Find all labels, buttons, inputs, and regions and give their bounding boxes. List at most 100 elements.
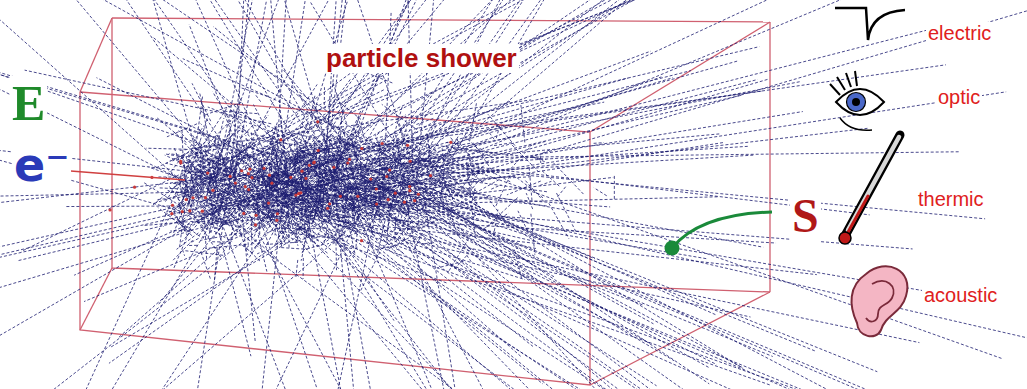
- particle-track: [153, 178, 186, 205]
- energy-deposit: [262, 167, 265, 170]
- energy-deposit: [133, 186, 136, 189]
- particle-track: [371, 143, 402, 164]
- particle-track: [343, 188, 349, 208]
- particle-track: [389, 177, 654, 324]
- particle-track: [315, 234, 327, 238]
- particle-track: [154, 193, 186, 203]
- particle-track: [322, 158, 345, 162]
- particle-track: [243, 153, 263, 156]
- particle-track: [337, 221, 339, 232]
- particle-track: [489, 133, 495, 141]
- particle-track: [361, 196, 376, 202]
- particle-track: [365, 213, 381, 220]
- particle-track: [0, 0, 266, 208]
- particle-track: [251, 217, 253, 254]
- sensor-symbol: S: [790, 190, 821, 243]
- particle-track: [243, 193, 252, 209]
- particle-track: [236, 0, 252, 179]
- particle-track: [507, 247, 518, 257]
- particle-track: [432, 201, 438, 206]
- particle-track: [97, 78, 289, 176]
- particle-track: [358, 133, 361, 140]
- particle-track: [185, 160, 216, 162]
- particle-track: [318, 176, 355, 187]
- energy-deposit: [328, 202, 331, 205]
- particle-track: [529, 168, 532, 202]
- particle-track: [288, 153, 299, 179]
- particle-track: [213, 130, 231, 168]
- particle-track: [232, 217, 255, 227]
- particle-track: [375, 214, 418, 224]
- particle-track: [427, 152, 443, 155]
- particle-track: [202, 207, 218, 223]
- energy-deposit: [171, 204, 174, 207]
- energy-deposit: [332, 166, 335, 169]
- particle-track: [306, 168, 311, 179]
- particle-track: [425, 180, 466, 190]
- particle-track: [226, 118, 245, 142]
- particle-track: [359, 180, 387, 183]
- thermometer-bulb: [839, 232, 851, 244]
- particle-track: [349, 247, 357, 257]
- energy-deposit: [201, 210, 204, 213]
- particle-track: [496, 125, 500, 139]
- particle-track: [208, 220, 217, 229]
- particle-track: [461, 186, 470, 189]
- particle-track: [421, 196, 434, 209]
- energy-deposit: [268, 174, 271, 177]
- particle-track: [262, 212, 270, 218]
- particle-track: [223, 142, 255, 171]
- particle-track: [0, 0, 191, 190]
- particle-track: [285, 211, 322, 227]
- particle-track: [441, 199, 450, 216]
- particle-track: [518, 211, 528, 231]
- particle-track: [437, 203, 469, 221]
- energy-deposit: [381, 142, 384, 145]
- particle-track: [333, 0, 906, 211]
- particle-track: [183, 59, 423, 166]
- particle-track: [163, 198, 184, 227]
- particle-track: [317, 176, 345, 188]
- particle-track: [294, 120, 309, 162]
- particle-track: [326, 0, 465, 223]
- particle-track: [217, 196, 222, 206]
- particle-track: [205, 182, 216, 184]
- particle-track: [205, 236, 206, 259]
- particle-track: [405, 214, 906, 389]
- particle-track: [467, 178, 478, 207]
- energy-deposit: [409, 160, 412, 163]
- energy-deposit: [179, 161, 182, 164]
- particle-track: [446, 142, 458, 143]
- particle-track: [304, 177, 311, 189]
- box-edge: [112, 18, 770, 22]
- particle-track: [324, 87, 325, 105]
- particle-track: [277, 208, 849, 389]
- particle-track: [491, 185, 501, 190]
- particle-track: [246, 0, 736, 233]
- particle-track: [300, 162, 308, 178]
- particle-track: [386, 148, 404, 172]
- particle-track: [283, 0, 857, 189]
- energy-deposit: [254, 223, 257, 226]
- particle-track: [293, 169, 334, 180]
- particle-track: [189, 245, 197, 246]
- particle-track: [297, 0, 416, 184]
- energy-deposit: [429, 174, 432, 177]
- eye-iris: [847, 93, 866, 112]
- particle-track: [395, 216, 415, 243]
- particle-track: [444, 134, 459, 161]
- particle-track: [399, 205, 444, 207]
- particle-track: [220, 178, 237, 202]
- particle-track: [446, 145, 454, 164]
- particle-track: [227, 160, 244, 164]
- particle-track: [236, 0, 715, 220]
- particle-track: [356, 207, 359, 247]
- particle-track: [379, 183, 389, 187]
- energy-deposit: [229, 175, 232, 178]
- particle-track: [246, 217, 253, 219]
- particle-track: [350, 205, 921, 389]
- particle-track: [295, 116, 311, 129]
- particle-track: [549, 203, 569, 238]
- particle-track: [281, 204, 282, 216]
- particle-track: [234, 108, 237, 147]
